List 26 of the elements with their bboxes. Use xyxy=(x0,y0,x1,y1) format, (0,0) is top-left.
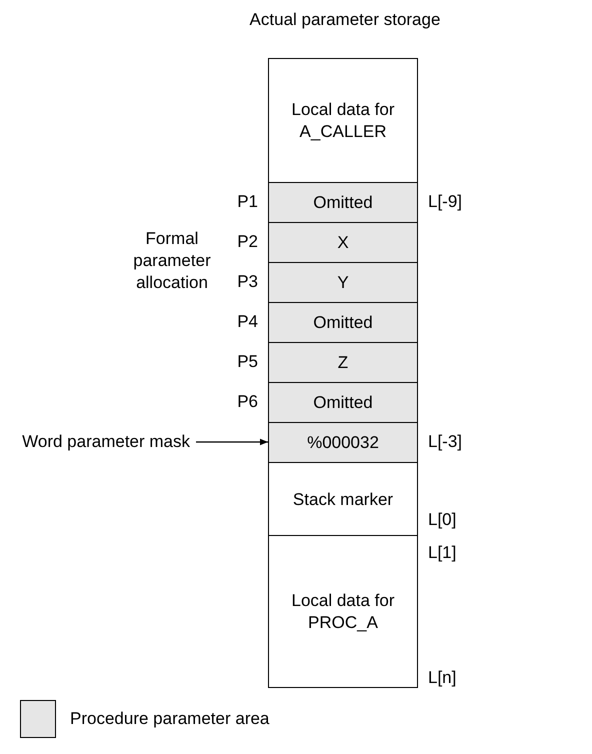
stack-cell: Local data for PROC_A xyxy=(268,535,418,688)
legend-text: Procedure parameter area xyxy=(70,709,270,729)
parameter-label: P1 xyxy=(236,192,258,212)
stack-cell: Local data for A_CALLER xyxy=(268,58,418,184)
offset-label: L[n] xyxy=(428,668,456,688)
stack-cell: Stack marker xyxy=(268,462,418,537)
annotation-text: Formal parameter allocation xyxy=(132,228,212,294)
parameter-label: P6 xyxy=(236,392,258,412)
parameter-cell: Y xyxy=(268,262,418,303)
diagram-title: Actual parameter storage xyxy=(248,10,442,30)
parameter-cell: X xyxy=(268,222,418,263)
parameter-label: P2 xyxy=(236,232,258,252)
parameter-cell: Omitted xyxy=(268,182,418,223)
parameter-cell: Omitted xyxy=(268,382,418,423)
offset-label: L[-3] xyxy=(428,432,462,452)
parameter-cell: %000032 xyxy=(268,422,418,463)
parameter-cell: Z xyxy=(268,342,418,383)
parameter-label: P5 xyxy=(236,352,258,372)
parameter-label: P3 xyxy=(236,272,258,292)
offset-label: L[1] xyxy=(428,543,456,563)
arrow-label: Word parameter mask xyxy=(8,432,190,452)
arrow xyxy=(196,438,268,446)
parameter-label: P4 xyxy=(236,312,258,332)
offset-label: L[0] xyxy=(428,510,456,530)
offset-label: L[-9] xyxy=(428,192,462,212)
parameter-cell: Omitted xyxy=(268,302,418,343)
